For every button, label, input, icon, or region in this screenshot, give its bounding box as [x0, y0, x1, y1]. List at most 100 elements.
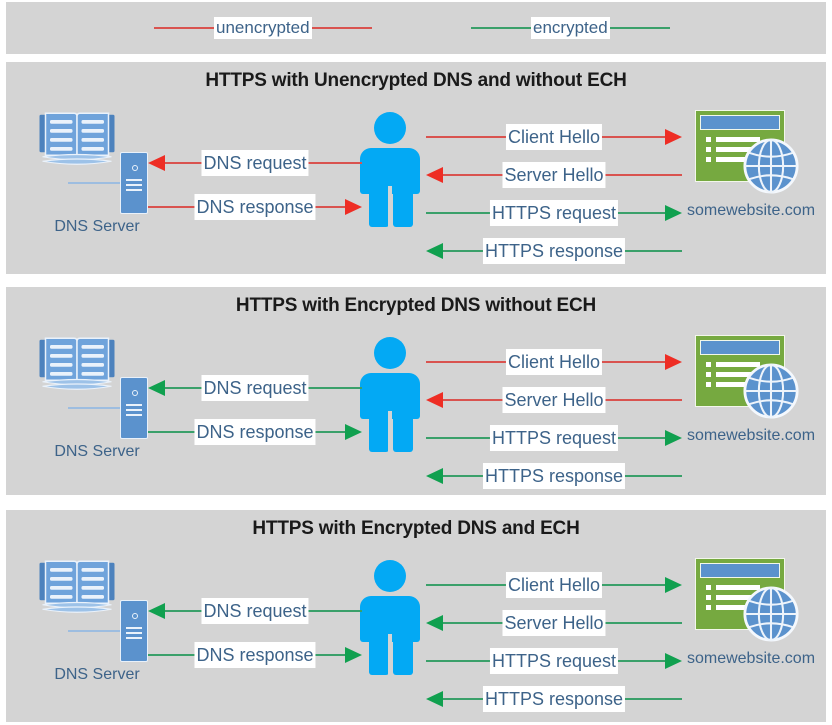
- dns-server-label: DNS Server: [54, 666, 140, 683]
- https-message: Server Hello: [426, 387, 682, 413]
- dns-message: DNS response: [148, 419, 362, 445]
- browser-titlebar: [700, 115, 780, 130]
- dns-server-label: DNS Server: [54, 443, 140, 460]
- website-label: somewebsite.com: [686, 202, 816, 219]
- person-leg-gap: [388, 186, 392, 227]
- dns-message: DNS request: [148, 150, 362, 176]
- legend-line-encrypted-2: [609, 27, 670, 29]
- https-message-label: HTTPS request: [489, 425, 619, 451]
- server-power-dot: [132, 613, 138, 619]
- dns-link-line: [68, 407, 122, 409]
- panel-title: HTTPS with Encrypted DNS and ECH: [252, 518, 580, 539]
- https-message: HTTPS response: [426, 238, 682, 264]
- person-leg-right: [393, 415, 413, 452]
- arrow-head-right: [665, 205, 682, 221]
- https-message: HTTPS response: [426, 686, 682, 712]
- website-label: somewebsite.com: [686, 650, 816, 667]
- globe-icon: [743, 363, 799, 419]
- dns-message-label: DNS request: [201, 375, 309, 401]
- dns-message-label: DNS response: [194, 642, 316, 668]
- person-leg-left: [369, 638, 389, 675]
- legend-line-unencrypted-2: [311, 27, 372, 29]
- legend-label-unencrypted: unencrypted: [214, 17, 312, 39]
- https-message-label: HTTPS response: [482, 686, 626, 712]
- dns-message: DNS request: [148, 375, 362, 401]
- server-tower-icon: [120, 600, 148, 662]
- scenario-panel: HTTPS with Encrypted DNS without ECH: [6, 287, 826, 495]
- https-message: HTTPS response: [426, 463, 682, 489]
- person-leg-left: [369, 415, 389, 452]
- arrow-head-left: [148, 603, 165, 619]
- dns-message-label: DNS response: [194, 194, 316, 220]
- person-head: [374, 560, 406, 592]
- arrow-head-right: [665, 577, 682, 593]
- client-person-icon: [358, 337, 422, 452]
- dns-message: DNS response: [148, 642, 362, 668]
- https-message-label: Server Hello: [502, 387, 606, 413]
- website-label: somewebsite.com: [686, 427, 816, 444]
- website-node: somewebsite.com: [687, 558, 815, 708]
- arrow-head-right: [345, 199, 362, 215]
- arrow-head-left: [426, 691, 443, 707]
- client-person-icon: [358, 112, 422, 227]
- book-icon: [38, 558, 116, 620]
- arrow-head-right: [345, 424, 362, 440]
- https-message: HTTPS request: [426, 648, 682, 674]
- globe-glyph: [743, 363, 799, 419]
- arrow-head-right: [345, 647, 362, 663]
- person-leg-gap: [388, 634, 392, 675]
- dns-link-line: [68, 182, 122, 184]
- arrow-head-right: [665, 129, 682, 145]
- server-vent-bars: [126, 404, 142, 419]
- arrow-head-left: [426, 392, 443, 408]
- legend-line-unencrypted: [154, 27, 214, 29]
- person-leg-left: [369, 190, 389, 227]
- server-vent-bars: [126, 179, 142, 194]
- panel-title: HTTPS with Unencrypted DNS and without E…: [205, 70, 627, 91]
- https-message: Server Hello: [426, 610, 682, 636]
- person-leg-right: [393, 638, 413, 675]
- arrow-head-left: [426, 167, 443, 183]
- https-message-label: Server Hello: [502, 610, 606, 636]
- book-glyph: [39, 560, 115, 613]
- https-message-label: HTTPS request: [489, 648, 619, 674]
- person-head: [374, 112, 406, 144]
- globe-icon: [743, 138, 799, 194]
- dns-server-node: DNS Server: [32, 110, 172, 260]
- globe-icon: [743, 586, 799, 642]
- dns-message-label: DNS response: [194, 419, 316, 445]
- https-message: Client Hello: [426, 572, 682, 598]
- dns-server-label: DNS Server: [54, 218, 140, 235]
- https-message: HTTPS request: [426, 425, 682, 451]
- dns-message-label: DNS request: [201, 150, 309, 176]
- https-message: Client Hello: [426, 349, 682, 375]
- book-icon: [38, 110, 116, 172]
- legend-label-encrypted: encrypted: [531, 17, 610, 39]
- browser-content-lines: [706, 137, 760, 167]
- dns-message: DNS response: [148, 194, 362, 220]
- server-tower-icon: [120, 377, 148, 439]
- browser-titlebar: [700, 563, 780, 578]
- server-tower-icon: [120, 152, 148, 214]
- https-message-label: Client Hello: [505, 124, 603, 150]
- https-message: Server Hello: [426, 162, 682, 188]
- book-glyph: [39, 337, 115, 390]
- book-glyph: [39, 112, 115, 165]
- arrow-head-left: [148, 155, 165, 171]
- https-message-label: HTTPS response: [482, 238, 626, 264]
- arrow-head-right: [665, 430, 682, 446]
- globe-glyph: [743, 138, 799, 194]
- arrow-head-left: [426, 468, 443, 484]
- https-message-label: Client Hello: [505, 349, 603, 375]
- person-head: [374, 337, 406, 369]
- website-node: somewebsite.com: [687, 335, 815, 485]
- server-vent-bars: [126, 627, 142, 642]
- server-power-dot: [132, 165, 138, 171]
- arrow-head-right: [665, 653, 682, 669]
- scenario-panel: HTTPS with Encrypted DNS and ECH: [6, 510, 826, 722]
- https-message: Client Hello: [426, 124, 682, 150]
- website-node: somewebsite.com: [687, 110, 815, 260]
- arrow-head-left: [148, 380, 165, 396]
- legend-item-encrypted: encrypted: [471, 16, 670, 40]
